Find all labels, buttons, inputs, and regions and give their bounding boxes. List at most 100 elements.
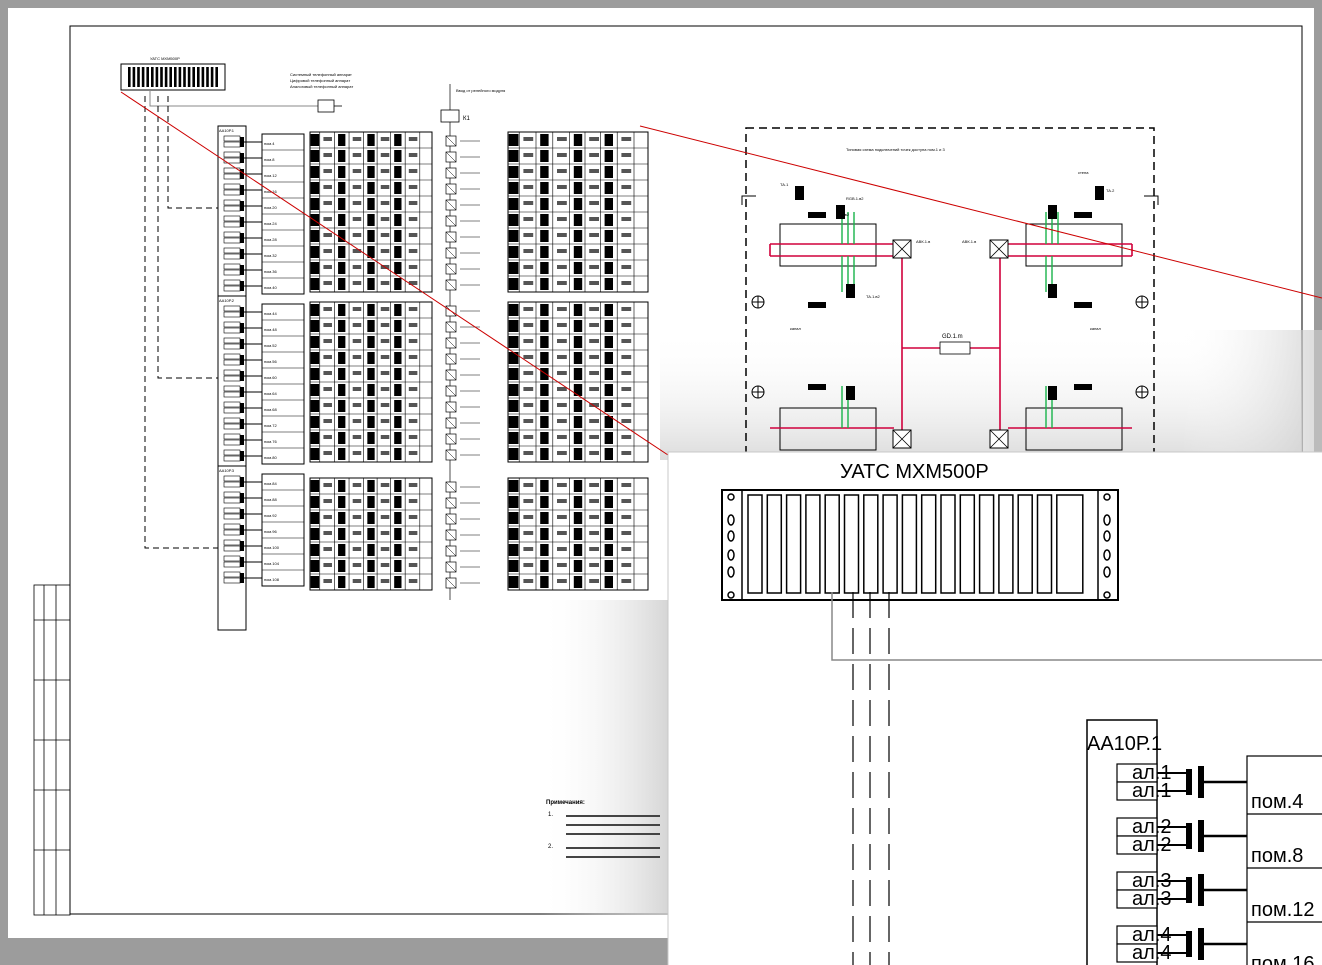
port-label: ал.1 xyxy=(1132,762,1171,784)
rack-hole xyxy=(727,566,735,578)
pbx-slot xyxy=(151,67,154,87)
rack-hole xyxy=(1103,530,1111,542)
room-label: пом.96 xyxy=(264,529,277,534)
rack-hole xyxy=(727,530,735,542)
room-label: пом.8 xyxy=(1251,845,1303,867)
room-label: пом.28 xyxy=(264,237,277,242)
render-fade xyxy=(1180,330,1322,460)
cabinet-label: АА10Р.2 xyxy=(219,298,235,303)
room-label: пом.64 xyxy=(264,391,277,396)
rack-hole xyxy=(1103,566,1111,578)
device-label: ТА.1 xyxy=(780,182,789,187)
channel-label: канал xyxy=(790,326,801,331)
pbx-slot xyxy=(174,67,177,87)
room-label: пом.40 xyxy=(264,285,277,290)
pbx-slot xyxy=(882,494,898,594)
pbx-slot xyxy=(137,67,140,87)
note-item: 2. xyxy=(548,844,553,850)
pbx-slot xyxy=(978,494,995,594)
room-label: пом.44 xyxy=(264,311,277,316)
port-label: ал.4 xyxy=(1132,942,1171,964)
room-label: пом.56 xyxy=(264,359,277,364)
room-label: пом.48 xyxy=(264,327,277,332)
pbx-slot xyxy=(160,67,163,87)
render-fade xyxy=(540,600,680,915)
room-label: пом.4 xyxy=(264,141,275,146)
room-label: пом.60 xyxy=(264,375,277,380)
pbx-slot xyxy=(998,494,1014,594)
pbx-slot xyxy=(940,494,956,594)
room-label: пом.32 xyxy=(264,253,277,258)
cabinet-label: АА10Р.1 xyxy=(219,128,235,133)
pbx-slot xyxy=(178,67,182,87)
switch-label: АВК.1.в xyxy=(916,239,930,244)
viewer-frame xyxy=(0,0,8,965)
relay-icon xyxy=(440,109,460,123)
room-label: пом.100 xyxy=(264,545,280,550)
room-label: пом.20 xyxy=(264,205,277,210)
room-label: пом.84 xyxy=(264,481,277,486)
cabinet-label: АА10Р.3 xyxy=(219,468,235,473)
callout-lines xyxy=(120,91,1322,456)
pbx-slot xyxy=(747,494,763,594)
pbx-slot xyxy=(1036,494,1053,594)
pbx-slot xyxy=(785,494,802,594)
legend-line: Системный телефонный аппарат xyxy=(290,72,352,77)
rack-hole xyxy=(1103,549,1111,561)
pbx-slot xyxy=(920,494,937,594)
binding-stamp xyxy=(33,584,71,916)
pbx-slot xyxy=(141,67,145,87)
zoom-cabinet-label: АА10Р.1 xyxy=(1087,733,1162,755)
port-label: ал.3 xyxy=(1132,888,1171,910)
pbx-slot xyxy=(824,494,840,594)
room-label: пом.12 xyxy=(264,173,277,178)
pbx-slot xyxy=(197,67,200,87)
switch-label: АВК.1.в xyxy=(962,239,976,244)
red-cables xyxy=(769,243,1133,430)
room-label: пом.80 xyxy=(264,455,277,460)
port-label: ал.3 xyxy=(1132,870,1171,892)
detail-box: Типовая схема подключений точек доступа … xyxy=(741,127,1159,469)
device-label: ТА.2 xyxy=(1106,188,1115,193)
viewer-frame xyxy=(0,0,1322,8)
pbx-slot xyxy=(206,67,209,87)
pbx-slot xyxy=(201,67,205,87)
notes: Примечания: 1. 2. xyxy=(546,800,660,858)
pbx-slot xyxy=(155,67,159,87)
room-label: пом.8 xyxy=(264,157,275,162)
wall-label: стена xyxy=(1078,170,1089,175)
port-label: ал.2 xyxy=(1132,816,1171,838)
room-label: пом.4 xyxy=(1251,791,1303,813)
overview-schematic: УАТС MXM500P Системный телефонный аппара… xyxy=(120,56,660,858)
pbx-slot xyxy=(901,494,918,594)
room-label: пом.16 xyxy=(1251,953,1315,965)
room-label: пом.36 xyxy=(264,269,277,274)
room-label: пом.92 xyxy=(264,513,277,518)
zoom-pbx xyxy=(721,489,1119,601)
rack-hole xyxy=(1103,514,1111,526)
pbx-slot xyxy=(128,67,131,87)
pbx-slot xyxy=(766,494,783,594)
pbx-slot xyxy=(959,494,976,594)
device-label: ТА.1.в2 xyxy=(866,294,881,299)
channel-label: канал xyxy=(1090,326,1101,331)
pbx-slot xyxy=(192,67,195,87)
notes-title: Примечания: xyxy=(546,800,585,806)
pbx-slot xyxy=(1056,494,1084,594)
zoom-title: УАТС MXM500P xyxy=(840,461,989,483)
port-label: ал.2 xyxy=(1132,834,1171,856)
pbx-slot xyxy=(805,494,821,594)
room-label: пом.104 xyxy=(264,561,280,566)
pbx-slot xyxy=(164,67,168,87)
pbx-slot xyxy=(863,494,879,594)
pbx-slot xyxy=(183,67,186,87)
socket-icon xyxy=(317,99,335,113)
note-item: 1. xyxy=(548,812,553,818)
detail-title: Типовая схема подключений точек доступа … xyxy=(846,147,945,152)
room-label: пом.24 xyxy=(264,221,277,226)
overview-pbx xyxy=(120,63,226,91)
pbx-slot xyxy=(843,494,860,594)
pbx-slot xyxy=(215,67,218,87)
